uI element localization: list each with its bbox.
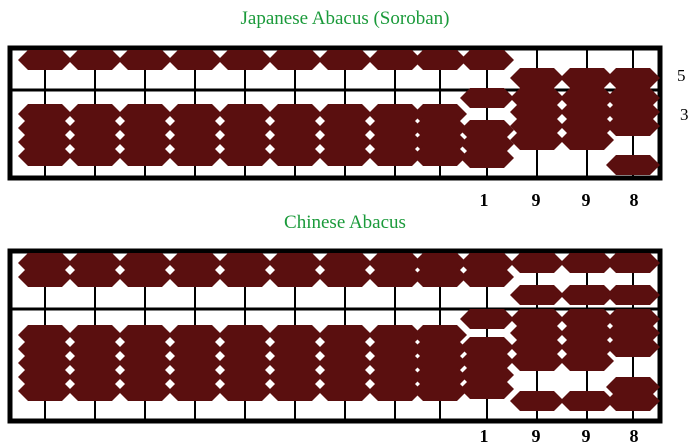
bead (118, 50, 172, 70)
bead (460, 88, 514, 108)
bead (168, 50, 222, 70)
bead (510, 253, 564, 273)
bead (218, 50, 272, 70)
bead (510, 68, 564, 88)
bead (606, 285, 660, 305)
bead (413, 381, 467, 401)
bead (268, 267, 322, 287)
soroban-side-label-upper: 5 (677, 66, 686, 86)
bead (18, 381, 72, 401)
bead (268, 50, 322, 70)
soroban-digit-1: 1 (474, 190, 494, 211)
bead (68, 267, 122, 287)
bead (606, 68, 660, 88)
soroban-digit-4: 8 (624, 190, 644, 211)
bead (168, 146, 222, 166)
bead (460, 309, 514, 329)
bead (318, 146, 372, 166)
soroban-title: Japanese Abacus (Soroban) (0, 8, 690, 30)
chinese-digit-2: 9 (526, 426, 546, 447)
bead (560, 253, 614, 273)
bead (510, 351, 564, 371)
bead (606, 253, 660, 273)
bead (413, 146, 467, 166)
bead (510, 285, 564, 305)
bead (218, 267, 272, 287)
bead (68, 50, 122, 70)
bead (606, 155, 660, 175)
bead (510, 130, 564, 150)
bead (118, 381, 172, 401)
bead (460, 50, 514, 70)
bead (560, 351, 614, 371)
bead (68, 381, 122, 401)
chinese-abacus (0, 243, 690, 443)
soroban-digit-2: 9 (526, 190, 546, 211)
bead (268, 146, 322, 166)
bead (68, 146, 122, 166)
bead (460, 379, 514, 399)
bead (318, 381, 372, 401)
bead (268, 381, 322, 401)
soroban-digit-3: 9 (576, 190, 596, 211)
bead (560, 285, 614, 305)
bead (606, 337, 660, 357)
bead (168, 381, 222, 401)
bead (18, 146, 72, 166)
bead (218, 146, 272, 166)
chinese-title: Chinese Abacus (0, 212, 690, 234)
bead (118, 267, 172, 287)
bead (218, 381, 272, 401)
chinese-digit-1: 1 (474, 426, 494, 447)
bead (510, 391, 564, 411)
chinese-digit-3: 9 (576, 426, 596, 447)
bead (560, 130, 614, 150)
bead (560, 68, 614, 88)
bead (168, 267, 222, 287)
bead (413, 267, 467, 287)
bead (560, 391, 614, 411)
bead (18, 50, 72, 70)
bead (413, 50, 467, 70)
bead (460, 148, 514, 168)
bead (606, 116, 660, 136)
bead (318, 50, 372, 70)
soroban-side-label-lower: 3 (680, 105, 689, 125)
bead (460, 267, 514, 287)
chinese-digit-4: 8 (624, 426, 644, 447)
bead (118, 146, 172, 166)
bead (318, 267, 372, 287)
bead (18, 267, 72, 287)
bead (606, 391, 660, 411)
